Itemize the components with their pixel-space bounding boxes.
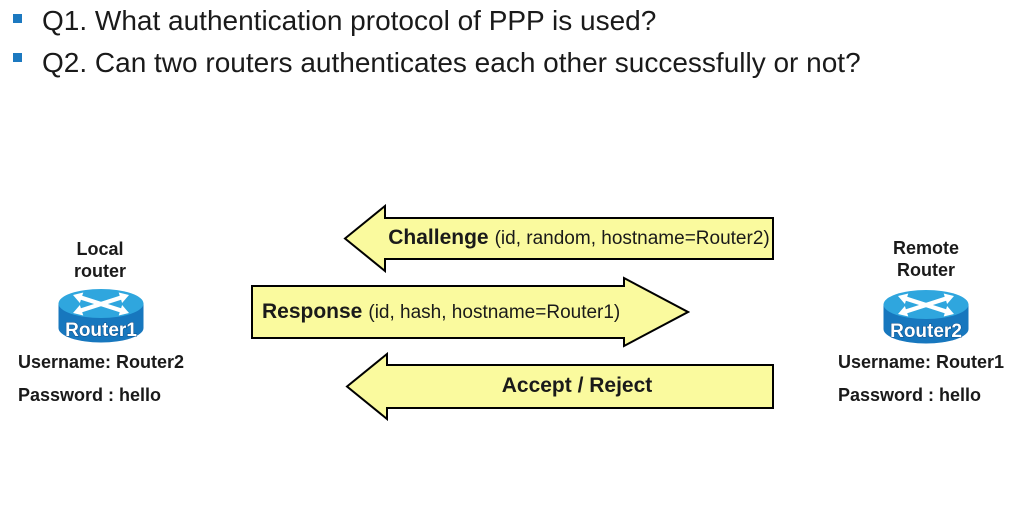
remote-password-label: Password : hello bbox=[838, 385, 982, 405]
local-username-label: Username: Router2 bbox=[18, 352, 185, 372]
challenge-detail: (id, random, hostname=Router2) bbox=[494, 228, 770, 249]
router2-icon: Router2 bbox=[883, 290, 969, 344]
bullet-icon bbox=[13, 53, 22, 62]
remote-router-caption-line1: Remote bbox=[892, 238, 959, 258]
accept-reject-message-text: Accept / Reject bbox=[502, 374, 659, 398]
router1-icon: Router1 bbox=[58, 289, 144, 343]
remote-router-caption: Remote Router bbox=[876, 237, 976, 281]
question-q1: Q1. What authentication protocol of PPP … bbox=[42, 5, 657, 36]
bullet-icon bbox=[13, 14, 22, 23]
challenge-title: Challenge bbox=[388, 226, 489, 249]
challenge-arrow-icon bbox=[343, 204, 774, 273]
response-message-label: Response(id, hash, hostname=Router1) bbox=[252, 286, 630, 338]
local-router-caption-line2: router bbox=[73, 261, 126, 281]
accept-reject-title: Accept / Reject bbox=[501, 374, 653, 397]
accept-reject-message-label: Accept / Reject bbox=[387, 364, 773, 408]
remote-username-label: Username: Router1 bbox=[838, 352, 1005, 372]
response-message-text: Response(id, hash, hostname=Router1) bbox=[262, 300, 620, 324]
response-arrow-icon bbox=[251, 276, 690, 348]
question-q2: Q2. Can two routers authenticates each o… bbox=[42, 47, 861, 78]
local-password-label: Password : hello bbox=[18, 385, 162, 405]
response-detail: (id, hash, hostname=Router1) bbox=[368, 302, 621, 323]
router1-device-label: Router1 bbox=[65, 320, 137, 341]
local-router-caption-line1: Local bbox=[76, 239, 124, 259]
remote-router-caption-line2: Router bbox=[897, 260, 955, 280]
arrow-shape bbox=[343, 204, 774, 273]
router-cross-arrow-icon bbox=[73, 292, 129, 316]
arrow-shape bbox=[251, 276, 690, 348]
challenge-message-text: Challenge(id, random, hostname=Router2) bbox=[388, 226, 769, 250]
response-title: Response bbox=[262, 300, 363, 323]
accept-reject-arrow-icon bbox=[345, 352, 774, 421]
router-cross-arrow-icon bbox=[898, 293, 954, 317]
router2-device-label: Router2 bbox=[890, 321, 962, 342]
challenge-message-label: Challenge(id, random, hostname=Router2) bbox=[385, 217, 773, 259]
local-router-caption: Local router bbox=[50, 238, 150, 282]
arrow-shape bbox=[345, 352, 774, 421]
